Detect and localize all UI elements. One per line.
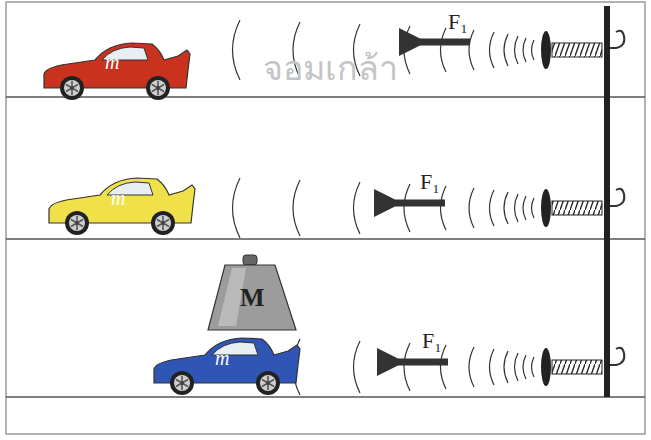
sound-wave — [523, 196, 526, 220]
force-label: F₁ — [420, 171, 440, 193]
yellow-car — [49, 178, 195, 235]
weight-block — [208, 255, 296, 330]
force-label: F₁ — [422, 330, 442, 352]
sound-wave — [354, 182, 361, 234]
sound-wave — [523, 38, 526, 62]
sound-wave — [469, 347, 474, 387]
sound-wave — [532, 357, 535, 377]
sound-wave — [504, 192, 508, 224]
sound-wave — [490, 32, 495, 68]
mass-label: m — [105, 52, 119, 72]
sound-wave — [441, 186, 447, 230]
weight-label: M — [240, 285, 265, 311]
sound-wave — [532, 198, 535, 218]
sound-wave — [469, 30, 474, 70]
force-label: F₁ — [448, 11, 468, 33]
sound-wave — [515, 353, 519, 381]
sound-wave — [490, 190, 495, 226]
sound-wave — [504, 34, 508, 66]
blue-car — [154, 338, 300, 395]
sound-wave — [504, 351, 508, 383]
watermark: จอมเกล้า — [263, 51, 398, 85]
sound-wave — [233, 20, 241, 80]
sound-wave — [293, 180, 300, 236]
sound-wave — [404, 343, 410, 391]
sound-wave — [469, 188, 474, 228]
sound-wave — [490, 349, 495, 385]
sound-wave — [441, 28, 447, 72]
mass-label: m — [111, 188, 125, 208]
sound-wave — [523, 355, 526, 379]
sound-wave — [404, 184, 410, 232]
mass-label: m — [215, 348, 229, 368]
sound-wave — [515, 36, 519, 64]
red-car — [44, 43, 190, 100]
sound-wave — [515, 194, 519, 222]
sound-wave — [404, 26, 410, 74]
sound-wave — [354, 341, 361, 393]
force-arrows — [395, 42, 470, 362]
sound-wave — [532, 40, 535, 60]
spring-emitters — [541, 31, 624, 386]
sound-wave — [233, 178, 241, 238]
